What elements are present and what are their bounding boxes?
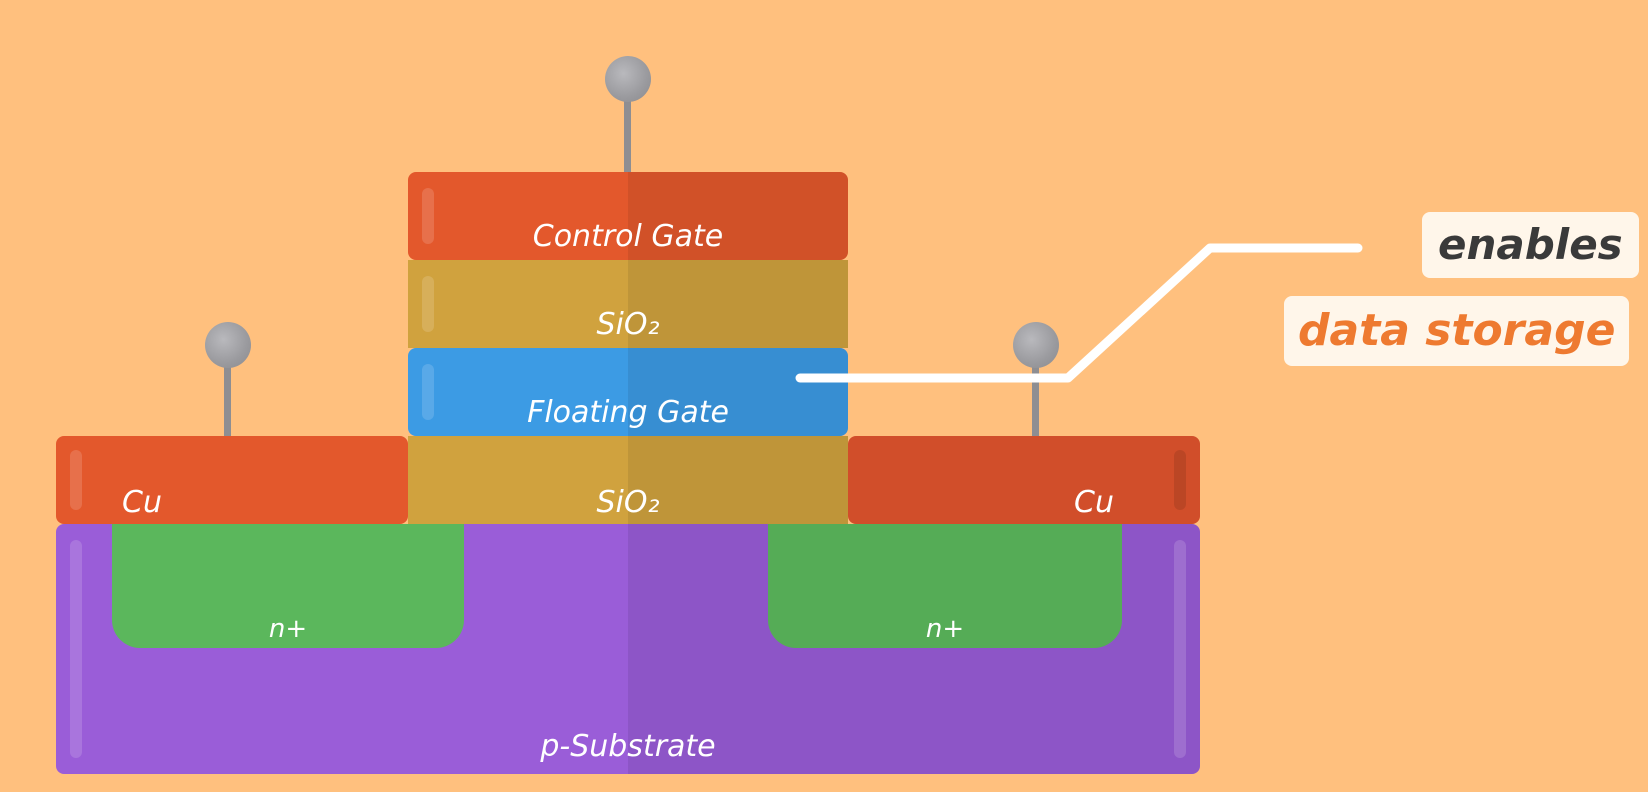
cu-right-label: Cu (1074, 485, 1114, 520)
control-gate-terminal (605, 56, 651, 102)
n-plus-region-right (768, 524, 1122, 648)
floating-gate-label: Floating Gate (527, 395, 729, 430)
n-plus-left-label: n+ (268, 614, 308, 644)
cu-left-label: Cu (122, 485, 162, 520)
cu-contact-right (848, 436, 1200, 524)
p-substrate-label: p-Substrate (540, 729, 716, 764)
oxide-top-label: SiO₂ (596, 307, 660, 342)
callout-enables-text: enables (1438, 220, 1623, 269)
floating-gate (408, 348, 848, 436)
callout-enables: enables (1422, 212, 1639, 278)
n-plus-region-left (112, 524, 464, 648)
control-gate-terminal-stem (624, 96, 631, 172)
oxide-bottom-label: SiO₂ (596, 485, 660, 520)
callout-data-storage: data storage (1284, 296, 1630, 366)
drain-terminal (1013, 322, 1059, 368)
cu-contact-left (56, 436, 408, 524)
callout-data-storage-text: data storage (1298, 305, 1616, 356)
control-gate (408, 172, 848, 260)
drain-terminal-stem (1032, 340, 1039, 436)
n-plus-right-label: n+ (925, 614, 965, 644)
oxide-top (408, 260, 848, 348)
source-terminal-stem (224, 340, 231, 436)
source-terminal (205, 322, 251, 368)
control-gate-label: Control Gate (532, 219, 724, 254)
oxide-bottom (408, 436, 848, 524)
